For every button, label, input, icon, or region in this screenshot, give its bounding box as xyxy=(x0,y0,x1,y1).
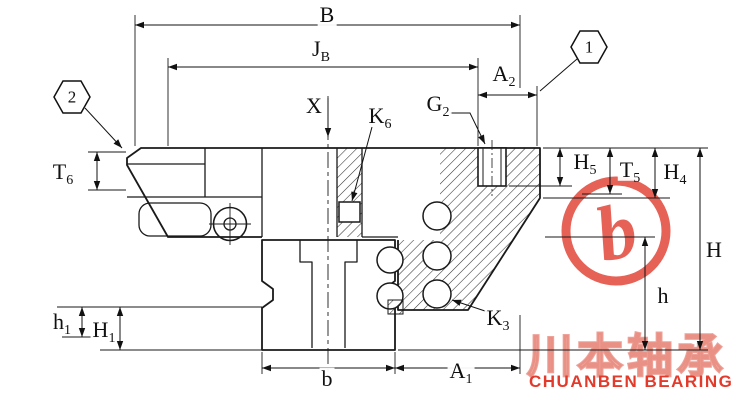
dim-label-h1: h1 xyxy=(51,308,73,339)
dim-label-H5: H5 xyxy=(571,148,599,179)
balls xyxy=(376,201,452,310)
rail-profile xyxy=(261,239,396,351)
leader-k6 xyxy=(351,126,373,202)
ball-icon xyxy=(422,201,452,231)
mounting-screw xyxy=(209,203,251,245)
balloons-group xyxy=(53,30,608,114)
balloon-2-number: 2 xyxy=(67,87,77,107)
dim-label-K6: K6 xyxy=(366,102,394,133)
dim-label-A1: A1 xyxy=(447,357,475,388)
part-geometry xyxy=(126,147,541,351)
leader-k3 xyxy=(451,299,489,313)
logo-ring xyxy=(561,176,671,286)
dim-label-H1: H1 xyxy=(90,316,118,347)
dim-label-H: H xyxy=(704,236,724,262)
dim-label-X: X xyxy=(304,92,324,118)
thread-hole-g2 xyxy=(477,140,507,196)
logo-letter: b xyxy=(587,185,646,279)
ball-icon xyxy=(376,246,404,274)
k6-insert-square xyxy=(338,201,361,223)
dim-label-T6: T6 xyxy=(50,158,76,189)
dim-label-T5: T5 xyxy=(617,156,643,187)
leader-balloon-1 xyxy=(539,58,578,92)
balloon-1-hexagon xyxy=(570,30,608,64)
rail-bolt-hole xyxy=(299,240,358,348)
leader-g2 xyxy=(450,112,486,145)
dim-label-b: b xyxy=(319,365,335,391)
ball-icon xyxy=(422,279,452,309)
balloon-1-number: 1 xyxy=(584,37,594,57)
balloon-2-hexagon xyxy=(53,80,91,114)
dim-label-h: h xyxy=(655,282,671,308)
extension-lines xyxy=(57,15,708,374)
leader-lines xyxy=(84,58,578,313)
k3-retainer-hatch xyxy=(387,299,404,315)
dim-label-JB: JB xyxy=(310,35,332,66)
dim-label-K3: K3 xyxy=(484,304,512,335)
watermark-logo: b xyxy=(561,176,671,286)
right-section-hatch xyxy=(398,148,540,310)
carriage-outline xyxy=(126,147,541,311)
interior-lines xyxy=(127,148,398,238)
leader-balloon-2 xyxy=(84,107,123,149)
watermark-english-brand: CHUANBEN BEARING xyxy=(529,372,734,391)
dim-label-H4: H4 xyxy=(661,158,689,189)
end-seal-plate xyxy=(138,202,212,237)
watermark-chinese-brand: 川本轴承 xyxy=(526,328,727,384)
dim-label-B: B xyxy=(317,1,337,27)
dim-label-G2: G2 xyxy=(424,90,452,121)
dim-label-A2: A2 xyxy=(490,60,518,91)
center-column-hatch xyxy=(337,148,362,237)
ball-icon xyxy=(422,241,452,271)
